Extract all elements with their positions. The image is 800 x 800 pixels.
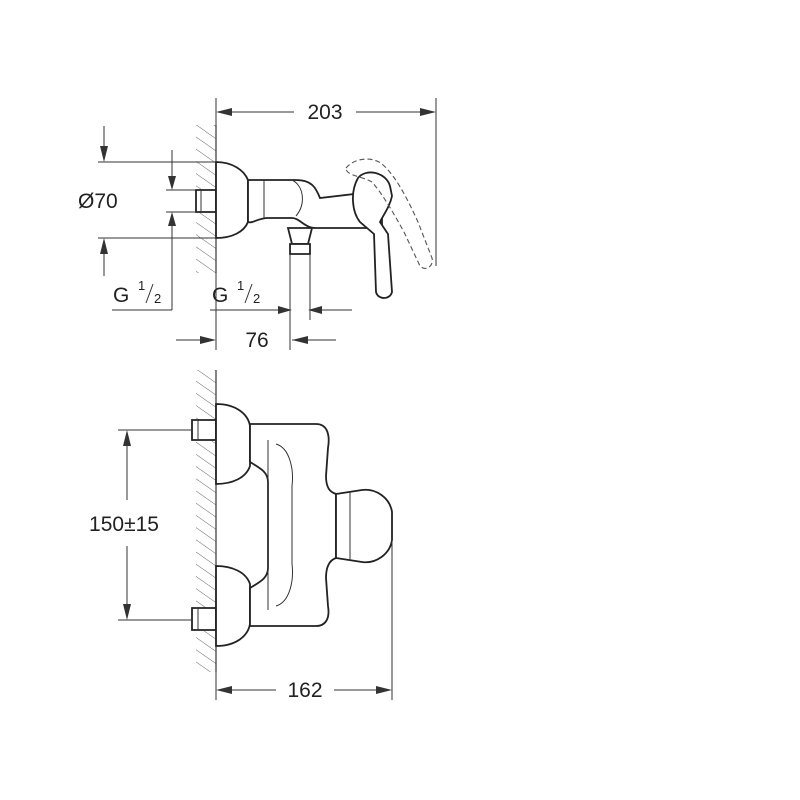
mixer-body [249, 423, 337, 627]
inlet-stub [195, 189, 217, 213]
dim-outlet-thread: G 1 2 [210, 278, 352, 314]
dim-76: 76 [176, 254, 336, 352]
dim-162: 162 [215, 540, 393, 702]
outlet-thread-g: G [212, 284, 228, 307]
handle-knob [335, 488, 393, 564]
outlet-thread-num: 1 [237, 278, 244, 293]
inlet-thread-g: G [113, 284, 129, 307]
dim-150: 150±15 [89, 429, 192, 621]
front-view: 150±15 162 [89, 370, 393, 702]
dim-203: 203 [215, 98, 437, 266]
upper-rosette [215, 403, 251, 485]
dim-inlet-spacing-label: 150±15 [89, 513, 159, 536]
lever-alt-position [345, 158, 433, 269]
lower-rosette [215, 565, 251, 647]
rosette [215, 161, 249, 239]
dim-overall-depth-label: 203 [307, 101, 342, 124]
dim-diameter: Ø70 [78, 126, 216, 276]
lever-handle [352, 171, 393, 299]
upper-inlet-stub [191, 419, 217, 441]
inlet-thread-num: 1 [138, 278, 145, 293]
dim-outlet-offset-label: 76 [245, 329, 268, 352]
outlet-nipple [286, 227, 314, 245]
side-view: 203 Ø70 G 1 2 [78, 98, 437, 352]
dim-diameter-label: Ø70 [78, 190, 118, 213]
dim-body-depth-label: 162 [287, 679, 322, 702]
dim-inlet-thread: G 1 2 [112, 150, 196, 311]
outlet-thread-den: 2 [253, 291, 260, 306]
inlet-thread-den: 2 [154, 291, 161, 306]
lower-inlet-stub [191, 607, 217, 631]
